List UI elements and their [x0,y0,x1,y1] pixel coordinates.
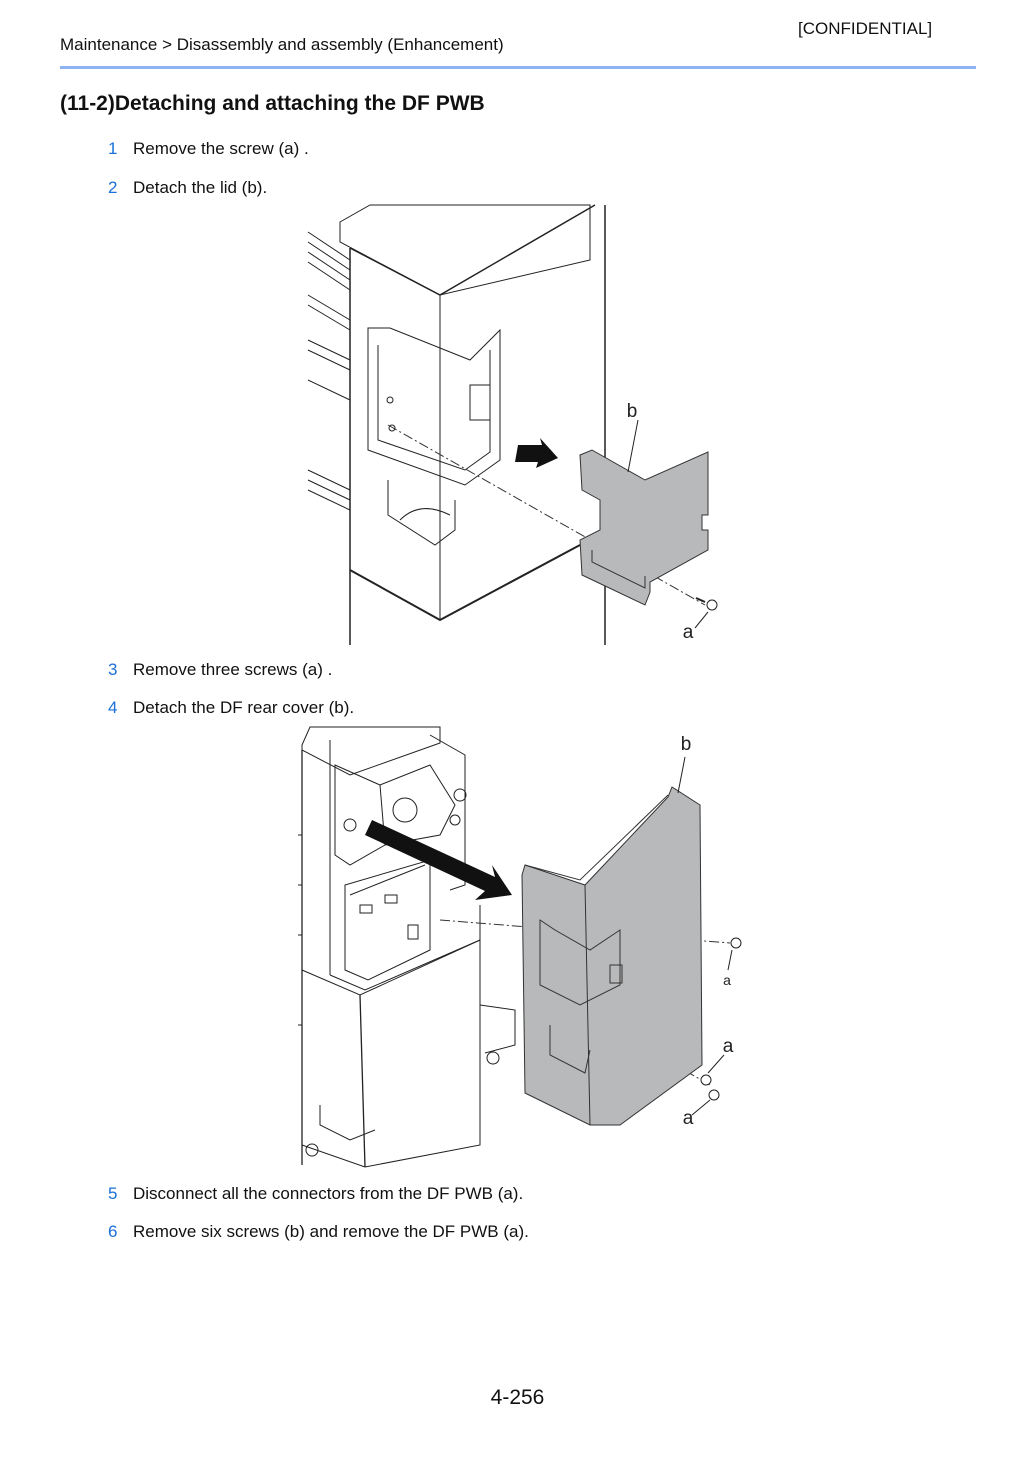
step-4: 4 Detach the DF rear cover (b). [108,698,354,718]
step-number: 4 [108,698,118,717]
figure2-label-b: b [681,734,692,755]
step-number: 6 [108,1222,118,1241]
figure2-label-a-middle: a [723,1036,734,1057]
step-text: Detach the lid (b). [133,178,268,197]
header-rule [60,66,976,69]
step-text: Remove the screw (a) . [133,139,309,158]
breadcrumb: Maintenance > Disassembly and assembly (… [60,35,504,54]
step-text: Remove three screws (a) . [133,660,333,679]
step-text: Remove six screws (b) and remove the DF … [133,1222,529,1241]
step-5: 5 Disconnect all the connectors from the … [108,1184,523,1204]
step-number: 2 [108,178,118,197]
step-number: 1 [108,139,118,158]
step-2: 2 Detach the lid (b). [108,178,267,198]
figure1-label-a: a [683,622,694,643]
figure-rear-cover-removal: b a a a [298,726,742,1168]
step-6: 6 Remove six screws (b) and remove the DF… [108,1222,529,1242]
figure2-label-a-top: a [723,972,731,988]
figure1-label-b: b [627,401,638,422]
figure2-label-a-bottom: a [683,1108,694,1129]
page-title: (11-2)Detaching and attaching the DF PWB [60,92,485,115]
step-1: 1 Remove the screw (a) . [108,139,309,159]
step-3: 3 Remove three screws (a) . [108,660,332,680]
step-number: 5 [108,1184,118,1203]
confidential-label: [CONFIDENTIAL] [798,19,933,38]
step-number: 3 [108,660,118,679]
figure-lid-removal: b a [307,204,718,645]
step-text: Detach the DF rear cover (b). [133,698,355,717]
page-number: 4-256 [490,1386,545,1409]
step-text: Disconnect all the connectors from the D… [133,1184,524,1203]
